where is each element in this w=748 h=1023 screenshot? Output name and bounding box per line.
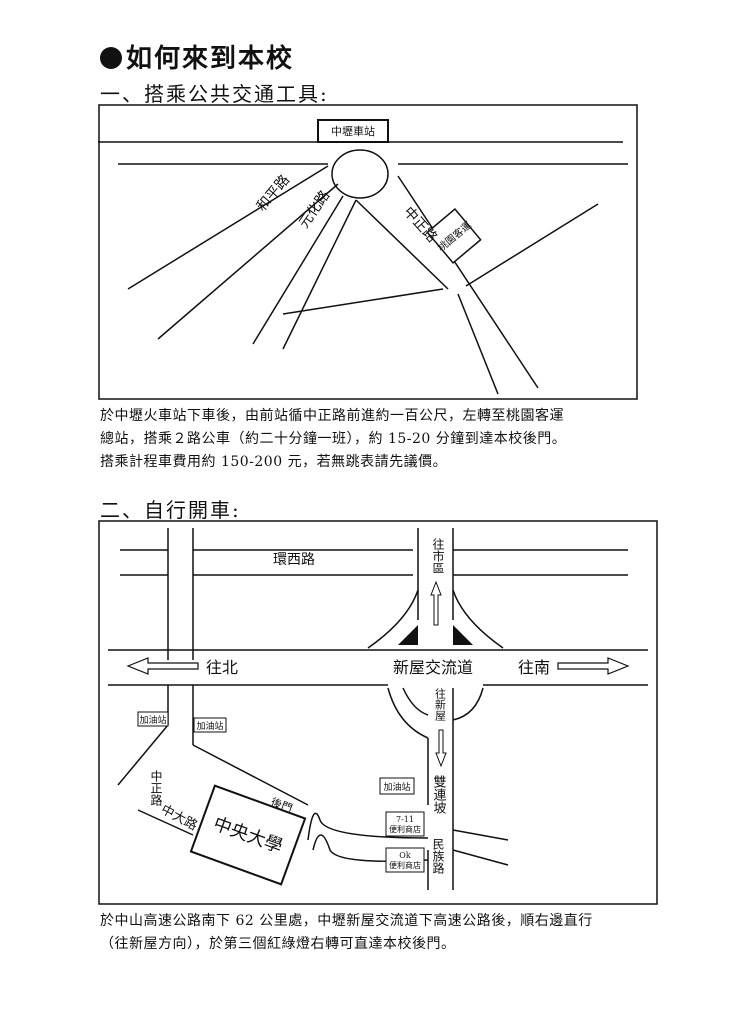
map2-ramp-left [367,589,419,649]
map2-loop-left [387,687,429,739]
map2-to-xinwu-label: 往新屋 [434,687,447,722]
map1-bus-station: 桃園客運 [426,208,482,264]
map2-store-ok-box [385,847,425,873]
map1-yuanhua-1 [252,195,344,345]
section1-line-1: 於中壢火車站下車後，由前站循中正路前進約一百公尺，左轉至桃園客運 [100,408,564,424]
map1-station-box [317,119,389,143]
map1-zhongzheng-3 [457,293,499,395]
map2-loop-right [452,687,484,721]
map2-store-ok-b: 便利商店 [389,860,421,870]
map2-minzu-label: 民族路 [431,838,445,875]
map2-frame [98,520,658,905]
map2-arrow-city [430,580,442,626]
page-title-text: 如何來到本校 [126,44,295,74]
map2-store-711-box [385,811,425,837]
map1-heping-label: 和平路 [254,172,293,214]
map1-heping-2 [157,183,339,340]
map2-gas2-box [193,717,227,733]
map1-roundabout [331,149,389,199]
map2-gas1-box [137,711,169,727]
map2-gas3-label: 加油站 [383,781,410,793]
map2-to-south-label: 往南 [518,658,550,677]
map1-station-label: 中壢車站 [331,124,375,138]
map2-zhongzheng-label: 中正路 [149,769,163,807]
section1-heading: 一、搭乘公共交通工具: [100,82,329,106]
map2-store-ok-a: Ok [399,851,411,860]
map2-zhongda-1 [192,744,309,806]
section2-description: 於中山高速公路南下 62 公里處，中壢新屋交流道下高速公路後，順右邊直行 （往新… [100,910,660,956]
map2-shuanglian-label: 雙連坡 [431,775,447,814]
section1-description: 於中壢火車站下車後，由前站循中正路前進約一百公尺，左轉至桃園客運 總站，搭乘２路… [100,405,660,474]
map1-heping-1 [127,165,329,290]
map2-store-711-b: 便利商店 [389,824,421,834]
driving-map: 環西路 中央大學 往市區 往北 新屋交流道 往南 往新屋 加油站 加油站 [98,520,658,905]
map2-side-road [452,829,509,841]
map2-side-road-2 [452,849,509,866]
map1-lower-road-1 [282,288,444,315]
public-transport-map: 中壢車站 桃園客運 和平路 元化路 中正路 [98,104,638,400]
map2-ramp-triangle-left [398,625,418,645]
map1-zhongzheng-2 [397,175,539,389]
map1-yuanhua-label: 元化路 [296,188,333,232]
map2-loop-left-inner [402,687,429,716]
section1-line-2: 總站，搭乘２路公車（約二十分鐘一班），約 15-20 分鐘到達本校後門。 [100,431,567,447]
map2-gas3-box [379,777,415,795]
section2-line-2: （往新屋方向），於第三個紅綠燈右轉可直達本校後門。 [100,936,456,952]
page-title: 如何來到本校 [100,38,294,75]
map1-frame [98,104,638,400]
map2-gas2-label: 加油站 [196,720,223,732]
section2-heading: 二、自行開車: [100,498,241,522]
section2-line-1: 於中山高速公路南下 62 公里處，中壢新屋交流道下高速公路後，順右邊直行 [100,913,593,929]
map2-arrow-xinwu [435,729,447,768]
map2-ramp-triangle-right [453,625,473,645]
map2-gas1-label: 加油站 [139,714,166,726]
map1-yuanhua-2 [282,199,357,350]
map2-arrow-north [126,657,199,675]
map2-to-north-label: 往北 [206,658,238,677]
bullet-icon [100,47,122,69]
map2-arrow-south [557,657,630,675]
map1-zhongzheng-1 [355,199,449,290]
map2-zhongda-3 [137,809,194,836]
section1-line-3: 搭乘計程車費用約 150-200 元，若無跳表請先議價。 [100,454,448,470]
map2-backgate-road [307,812,429,841]
map2-university-block: 中央大學 [189,784,307,886]
map2-store-711-a: 7-11 [396,815,414,824]
map2-huanxi-label: 環西路 [273,552,315,568]
map2-ramp-right [452,589,504,649]
map2-interchange-label: 新屋交流道 [393,658,473,677]
map1-lower-road-2 [465,203,599,287]
map2-zhongda-2 [117,724,169,786]
map2-to-city-label: 往市區 [431,537,445,574]
